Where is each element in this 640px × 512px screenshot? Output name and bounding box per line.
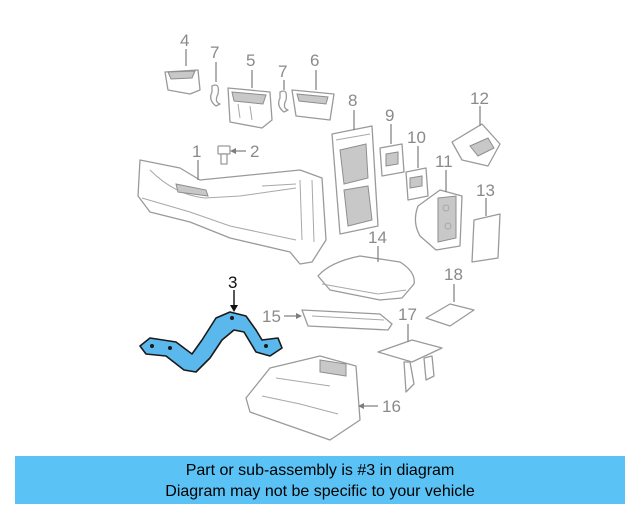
part-6-tray [291, 89, 335, 121]
part-13-pad [471, 213, 501, 263]
callout-13: 13 [476, 181, 495, 200]
part-7a-clip [210, 84, 221, 107]
part-11-cupholder [414, 189, 463, 251]
callout-5: 5 [246, 51, 255, 70]
part-1-console-body [137, 159, 327, 265]
part-2-screw [217, 145, 231, 165]
callout-10: 10 [407, 128, 426, 147]
callout-7b: 7 [278, 62, 287, 81]
callout-12: 12 [470, 89, 489, 108]
callout-17: 17 [398, 305, 417, 324]
callout-2: 2 [250, 142, 259, 161]
part-4-cup-insert [164, 69, 201, 95]
banner-line-2: Diagram may not be specific to your vehi… [165, 483, 475, 500]
callout-16: 16 [382, 397, 401, 416]
part-15-hinge [301, 309, 393, 331]
part-10-latch [405, 167, 429, 201]
callout-6: 6 [310, 51, 319, 70]
part-17-bracket [377, 339, 443, 393]
part-7b-clip [278, 90, 289, 113]
callout-3: 3 [228, 273, 237, 292]
part-3-highlighted-bracket [139, 311, 283, 373]
part-12-lid [451, 123, 501, 167]
part-8-door [331, 125, 379, 235]
banner-line-1: Part or sub-assembly is #3 in diagram [185, 462, 455, 479]
callout-18: 18 [444, 265, 463, 284]
part-9-plate [379, 143, 405, 177]
callout-9: 9 [385, 106, 394, 125]
part-18-mat [425, 303, 475, 327]
callout-4: 4 [180, 31, 189, 50]
callout-14: 14 [368, 228, 387, 247]
callout-15: 15 [262, 307, 281, 326]
callout-7a: 7 [210, 43, 219, 62]
callout-8: 8 [348, 91, 357, 110]
info-banner: Part or sub-assembly is #3 in diagram Di… [15, 456, 625, 504]
parts-diagram: 4 7 5 7 6 2 1 [137, 31, 501, 441]
callout-1: 1 [192, 142, 201, 161]
part-16-base [245, 355, 361, 441]
callout-11: 11 [435, 152, 453, 171]
part-14-armrest [317, 255, 415, 301]
part-5-storage-bin [227, 87, 273, 129]
